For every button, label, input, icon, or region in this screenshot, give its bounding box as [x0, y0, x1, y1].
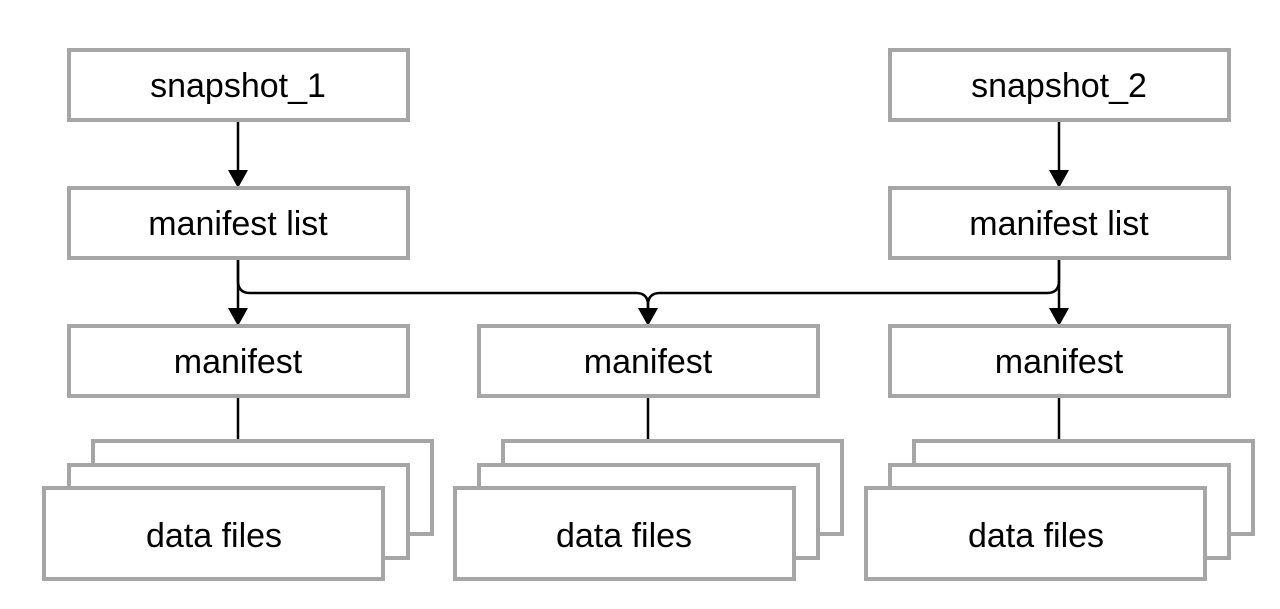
snapshot-node-2: snapshot_2	[888, 48, 1231, 122]
edge-manifest-list-right-to-manifest-middle	[646, 259, 1061, 316]
manifest-label-3: manifest	[995, 343, 1124, 381]
manifest-list-label-1: manifest list	[148, 205, 328, 243]
arrowhead-manifest-list-right	[1049, 170, 1069, 188]
snapshot-label-1: snapshot_1	[150, 67, 326, 105]
data-files-label-2: data files	[556, 517, 692, 555]
manifest-box-1	[67, 324, 410, 398]
manifest-node-2: manifest	[477, 324, 820, 398]
data-files-label-3: data files	[968, 517, 1104, 555]
arrowhead-manifest-right	[1049, 308, 1069, 326]
manifest-node-3: manifest	[888, 324, 1231, 398]
snapshot-label-2: snapshot_2	[971, 67, 1147, 105]
arrowhead-manifest-left	[228, 308, 248, 326]
manifest-list-box-1	[67, 186, 410, 260]
snapshot-box-1	[67, 48, 410, 122]
manifest-box-3	[888, 324, 1231, 398]
manifest-box-2	[477, 324, 820, 398]
arrowhead-manifest-list-left	[228, 170, 248, 188]
data-files-sheet-front	[864, 486, 1207, 581]
arrowhead-manifest-middle	[638, 308, 658, 326]
snapshot-node-1: snapshot_1	[67, 48, 410, 122]
manifest-list-label-2: manifest list	[969, 205, 1149, 243]
data-files-stack-3: data files	[864, 439, 1255, 581]
manifest-list-box-2	[888, 186, 1231, 260]
manifest-label-2: manifest	[584, 343, 713, 381]
manifest-list-node-1: manifest list	[67, 186, 410, 260]
snapshot-box-2	[888, 48, 1231, 122]
data-files-label-1: data files	[146, 517, 282, 555]
data-files-stack-2: data files	[453, 439, 844, 581]
manifest-label-1: manifest	[174, 343, 303, 381]
manifest-list-node-2: manifest list	[888, 186, 1231, 260]
edge-manifest-list-left-to-manifest-middle	[236, 259, 650, 316]
data-files-sheet-front	[42, 486, 385, 581]
data-files-stack-1: data files	[42, 439, 434, 581]
data-files-sheet-front	[453, 486, 796, 581]
edges	[228, 121, 1069, 465]
manifest-node-1: manifest	[67, 324, 410, 398]
